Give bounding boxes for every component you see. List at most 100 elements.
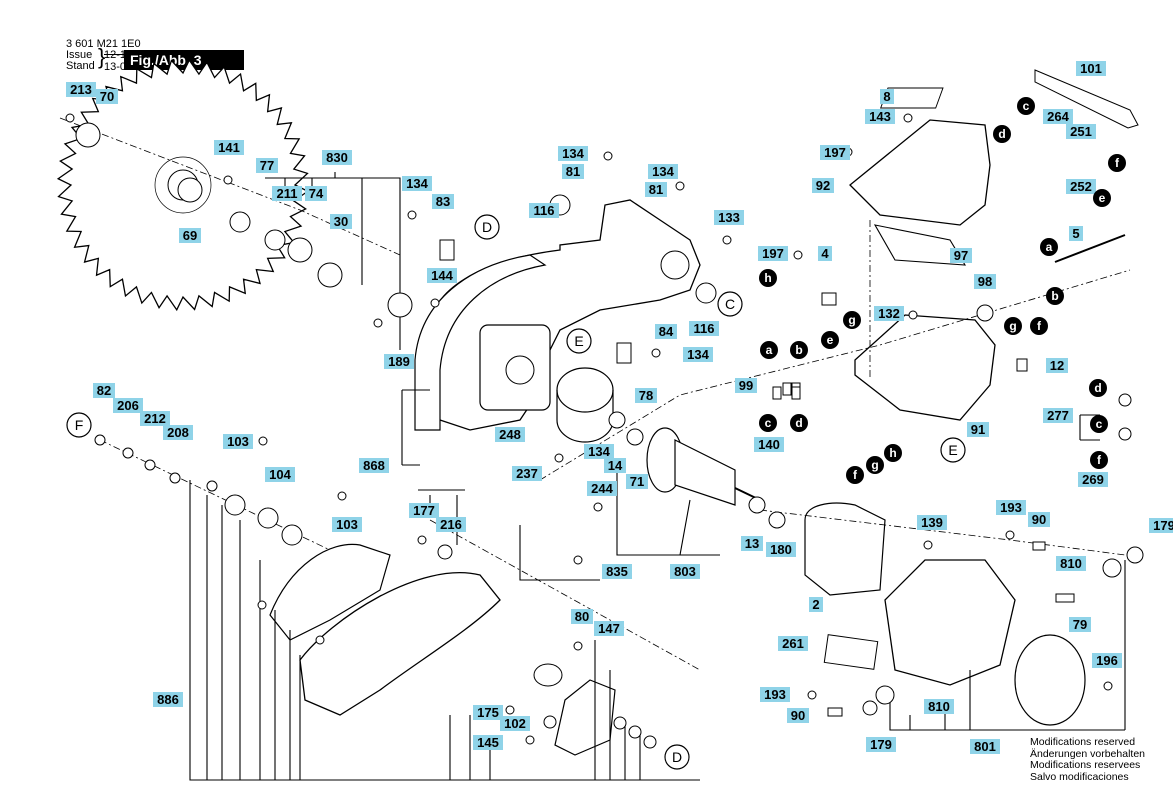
part-label-177: 177	[409, 503, 439, 518]
part-label-box	[66, 82, 96, 97]
part-label-box	[332, 517, 362, 532]
part-label-140: 140	[754, 437, 784, 452]
part-label-box	[1069, 617, 1091, 632]
part-label-number: 13	[745, 536, 759, 551]
part-label-box	[272, 186, 302, 201]
part-label-number: 133	[718, 210, 740, 225]
part-label-box	[140, 411, 170, 426]
part-label-number: 90	[791, 708, 805, 723]
part-label-box	[1149, 518, 1173, 533]
part-label-box	[818, 246, 832, 261]
connection-marker-e: e	[1093, 189, 1111, 207]
part-label-box	[1078, 472, 1108, 487]
connection-dot	[1093, 189, 1111, 207]
flange-plate	[554, 679, 616, 756]
connection-dot	[1108, 154, 1126, 172]
connection-marker-c: c	[1017, 97, 1035, 115]
reference-letter: E	[574, 333, 583, 349]
part-label-box	[384, 354, 414, 369]
part-label-197: 197	[758, 246, 788, 261]
small-part	[1016, 358, 1028, 372]
washer	[1102, 558, 1122, 578]
part-label-number: 211	[277, 186, 298, 201]
bracket-835	[519, 525, 600, 581]
part-label-box	[305, 186, 327, 201]
washer	[976, 304, 994, 322]
modifications-note-fr: Modifications reservees	[1030, 759, 1141, 771]
part-label-179: 179	[1149, 518, 1173, 533]
part-label-143: 143	[865, 109, 895, 124]
motor-axis	[539, 269, 1131, 481]
connection-dot	[790, 414, 808, 432]
part-label-box	[758, 246, 788, 261]
reference-letter: C	[725, 296, 735, 312]
part-label-box	[1066, 124, 1096, 139]
part-label-box	[427, 268, 457, 283]
part-label-number: 237	[516, 466, 538, 481]
part-label-number: 277	[1047, 408, 1069, 423]
part-label-box	[635, 388, 657, 403]
part-label-box	[93, 383, 115, 398]
part-label-box	[436, 517, 466, 532]
small-part	[616, 342, 632, 364]
document-number: 3 601 M21 1E0	[66, 38, 141, 50]
connection-dot	[1030, 317, 1048, 335]
part-label-box	[256, 158, 278, 173]
screw	[505, 705, 515, 715]
connection-marker-c: c	[759, 414, 777, 432]
part-label-213: 213	[66, 82, 96, 97]
part-label-830: 830	[322, 150, 352, 165]
bracket-803	[616, 470, 720, 556]
connection-marker-g: g	[866, 456, 884, 474]
part-label-box	[741, 536, 763, 551]
part-label-number: 189	[388, 354, 410, 369]
part-label-box	[604, 458, 626, 473]
part-label-83: 83	[432, 194, 454, 209]
part-label-97: 97	[950, 248, 972, 263]
screw	[315, 635, 325, 645]
part-label-box	[359, 458, 389, 473]
part-label-133: 133	[714, 210, 744, 225]
part-label-number: 143	[869, 109, 891, 124]
part-label-number: 144	[431, 268, 453, 283]
washer	[287, 237, 313, 263]
washer	[229, 211, 251, 233]
connector-terminal	[791, 386, 801, 400]
reference-circle	[474, 214, 500, 240]
part-label-box	[558, 146, 588, 161]
small-part	[821, 292, 837, 306]
washer	[387, 292, 413, 318]
part-label-box	[322, 150, 352, 165]
reference-marker-E: E	[940, 437, 966, 463]
fan-baffle-front	[556, 367, 614, 413]
washer	[264, 229, 286, 251]
part-label-box	[1066, 179, 1096, 194]
connection-marker-h: h	[884, 444, 902, 462]
part-label-number: 147	[598, 621, 620, 636]
part-label-box	[529, 203, 559, 218]
screw	[651, 348, 661, 358]
part-label-868: 868	[359, 458, 389, 473]
part-label-175: 175	[473, 705, 503, 720]
reference-marker-F: F	[66, 412, 92, 438]
part-label-81: 81	[562, 164, 584, 179]
part-label-197: 197	[820, 145, 850, 160]
part-label-78: 78	[635, 388, 657, 403]
part-label-number: 261	[782, 636, 804, 651]
part-label-box	[409, 503, 439, 518]
connection-dot	[884, 444, 902, 462]
connection-dot	[843, 311, 861, 329]
connection-marker-g: g	[843, 311, 861, 329]
part-label-number: 197	[762, 246, 784, 261]
part-label-216: 216	[436, 517, 466, 532]
part-label-134: 134	[558, 146, 588, 161]
connection-dot	[759, 414, 777, 432]
part-label-box	[1028, 512, 1050, 527]
guard-cover	[269, 543, 391, 641]
part-label-81: 81	[645, 182, 667, 197]
part-label-box	[766, 542, 796, 557]
part-label-90: 90	[1028, 512, 1050, 527]
part-label-box	[866, 737, 896, 752]
screw	[923, 540, 933, 550]
screw	[525, 735, 535, 745]
